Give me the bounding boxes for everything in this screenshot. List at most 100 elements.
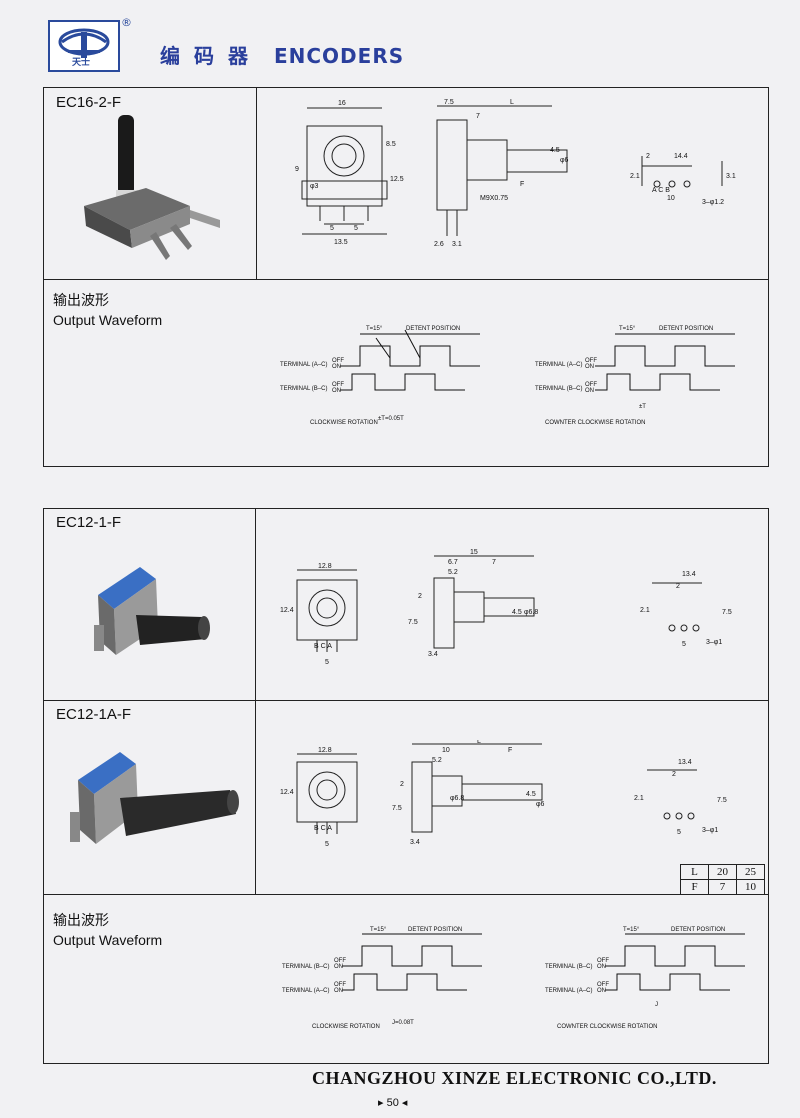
dim-text: 13.5 xyxy=(334,239,348,246)
encoder-photo-ec12-1a-f xyxy=(70,752,239,844)
waveform-diagram-ccw-1: T=15° DETENT POSITION TERMINAL (A–C) OFF… xyxy=(535,326,735,426)
dim-text: 2.1 xyxy=(630,173,640,180)
waveform-text: ON xyxy=(332,388,341,394)
page-number: ▸ 50 ◂ xyxy=(378,1097,408,1109)
table-cell: F xyxy=(680,879,709,895)
dim-text: 7.5 xyxy=(717,797,727,804)
waveform-text: J=0.08T xyxy=(392,1020,414,1026)
dim-text: 2 xyxy=(672,771,676,778)
dim-text: 2 xyxy=(418,593,422,600)
encoder-photo-ec16 xyxy=(84,115,220,260)
dim-text: φ6.8 xyxy=(450,795,464,802)
dim-text: 4.5 xyxy=(550,147,560,154)
lf-dimension-table: L 20 25 F 7 10 xyxy=(680,864,765,895)
table-row: F 7 10 xyxy=(680,879,765,895)
dim-text: A C B xyxy=(652,187,670,194)
dim-text: 13.4 xyxy=(678,759,692,766)
dim-text: 4.5 xyxy=(526,791,536,798)
dim-text: 10 xyxy=(442,747,450,754)
waveform-text: ON xyxy=(597,988,606,994)
dim-text: 2.1 xyxy=(634,795,644,802)
dim-text: 15 xyxy=(470,549,478,556)
model-label-ec16-2-f: EC16-2-F xyxy=(56,94,122,111)
table-cell: 25 xyxy=(736,864,765,880)
waveform-diagram-cw-1: T=15° DETENT POSITION TERMINAL (A–C) OFF… xyxy=(280,326,480,426)
company-name-footer: CHANGZHOU XINZE ELECTRONIC CO.,LTD. xyxy=(312,1068,717,1088)
waveform-text: DETENT POSITION xyxy=(671,927,725,933)
dim-text: 3.4 xyxy=(428,651,438,658)
dim-text: M9X0.75 xyxy=(480,195,508,202)
waveform-text: T=15° xyxy=(366,326,383,332)
dim-text: 2 xyxy=(676,583,680,590)
waveform-text: T=15° xyxy=(619,326,636,332)
dim-text: 5.2 xyxy=(432,757,442,764)
dim-text: 12.8 xyxy=(318,563,332,570)
dim-text: φ6 xyxy=(536,801,545,808)
waveform-text: OFF xyxy=(334,982,346,988)
dim-text: 9 xyxy=(295,166,299,173)
divider xyxy=(256,87,257,279)
model-label-ec12-1a-f: EC12-1A-F xyxy=(56,706,132,723)
dimension-drawing-ec12-1a-f: 12.8 12.4 5 B C A 10 L F 5.2 2 7.5 φ6.8 … xyxy=(280,740,727,848)
dim-text: 12.4 xyxy=(280,789,294,796)
waveform-text: T=15° xyxy=(370,927,387,933)
waveform-label: 输出波形 Output Waveform xyxy=(53,910,162,950)
divider xyxy=(255,508,256,894)
dim-text: φ6.8 xyxy=(524,609,538,616)
table-cell: 10 xyxy=(736,879,765,895)
dim-text: 2.6 xyxy=(434,241,444,248)
waveform-text: OFF xyxy=(597,958,609,964)
company-logo: ® 天士 xyxy=(48,16,132,72)
waveform-text: CLOCKWISE ROTATION xyxy=(310,420,378,426)
dim-text: 7.5 xyxy=(444,99,454,106)
waveform-label-en: Output Waveform xyxy=(53,312,163,328)
dim-text: 2.1 xyxy=(640,607,650,614)
waveform-text: TERMINAL (A–C) xyxy=(282,988,329,994)
dim-text: 3.4 xyxy=(410,839,420,846)
dim-text: L xyxy=(477,740,481,745)
dim-text: L xyxy=(510,99,514,106)
waveform-text: TERMINAL (A–C) xyxy=(545,988,592,994)
dim-text: 2 xyxy=(400,781,404,788)
waveform-text: TERMINAL (B–C) xyxy=(535,386,582,392)
table-cell: 7 xyxy=(708,879,737,895)
dim-text: 3–φ1 xyxy=(702,827,718,834)
dim-text: 3.1 xyxy=(452,241,462,248)
dim-text: 4.5 xyxy=(512,609,522,616)
waveform-label-en: Output Waveform xyxy=(53,932,163,948)
waveform-text: TERMINAL (B–C) xyxy=(545,964,592,970)
waveform-text: OFF xyxy=(334,958,346,964)
dim-text: 5 xyxy=(682,641,686,648)
waveform-text: DETENT POSITION xyxy=(406,326,460,332)
waveform-text: J xyxy=(655,1002,658,1008)
dim-text: 10 xyxy=(667,195,675,202)
logo-registered-mark: ® xyxy=(121,16,132,29)
dim-text: 7 xyxy=(476,113,480,120)
waveform-label: 输出波形 Output Waveform xyxy=(53,290,162,330)
divider xyxy=(43,279,769,280)
waveform-text: CLOCKWISE ROTATION xyxy=(312,1024,380,1030)
dim-text: 12.4 xyxy=(280,607,294,614)
dim-text: 5 xyxy=(677,829,681,836)
waveform-text: TERMINAL (B–C) xyxy=(280,386,327,392)
waveform-text: ON xyxy=(332,364,341,370)
dim-text: 12.8 xyxy=(318,747,332,754)
section-ec12 xyxy=(43,508,769,1064)
waveform-text: OFF xyxy=(332,382,344,388)
dim-text: 2 xyxy=(646,153,650,160)
dim-text: 14.4 xyxy=(674,153,688,160)
waveform-diagram-ccw-2: T=15° DETENT POSITION TERMINAL (B–C) OFF… xyxy=(545,927,745,1030)
logo-text: 天士 xyxy=(72,58,91,68)
waveform-text: OFF xyxy=(332,358,344,364)
dim-text: 12.5 xyxy=(390,176,404,183)
waveform-text: TERMINAL (B–C) xyxy=(282,964,329,970)
waveform-text: COWNTER CLOCKWISE ROTATION xyxy=(545,420,645,426)
waveform-text: ON xyxy=(585,388,594,394)
dim-text: 3.1 xyxy=(726,173,736,180)
dim-text: 6.7 xyxy=(448,559,458,566)
encoder-photo-ec12-1-f xyxy=(94,567,210,655)
waveform-text: DETENT POSITION xyxy=(659,326,713,332)
dim-text: 8.5 xyxy=(386,141,396,148)
section-ec16-2-f xyxy=(43,87,769,467)
dim-text: F xyxy=(520,181,524,188)
